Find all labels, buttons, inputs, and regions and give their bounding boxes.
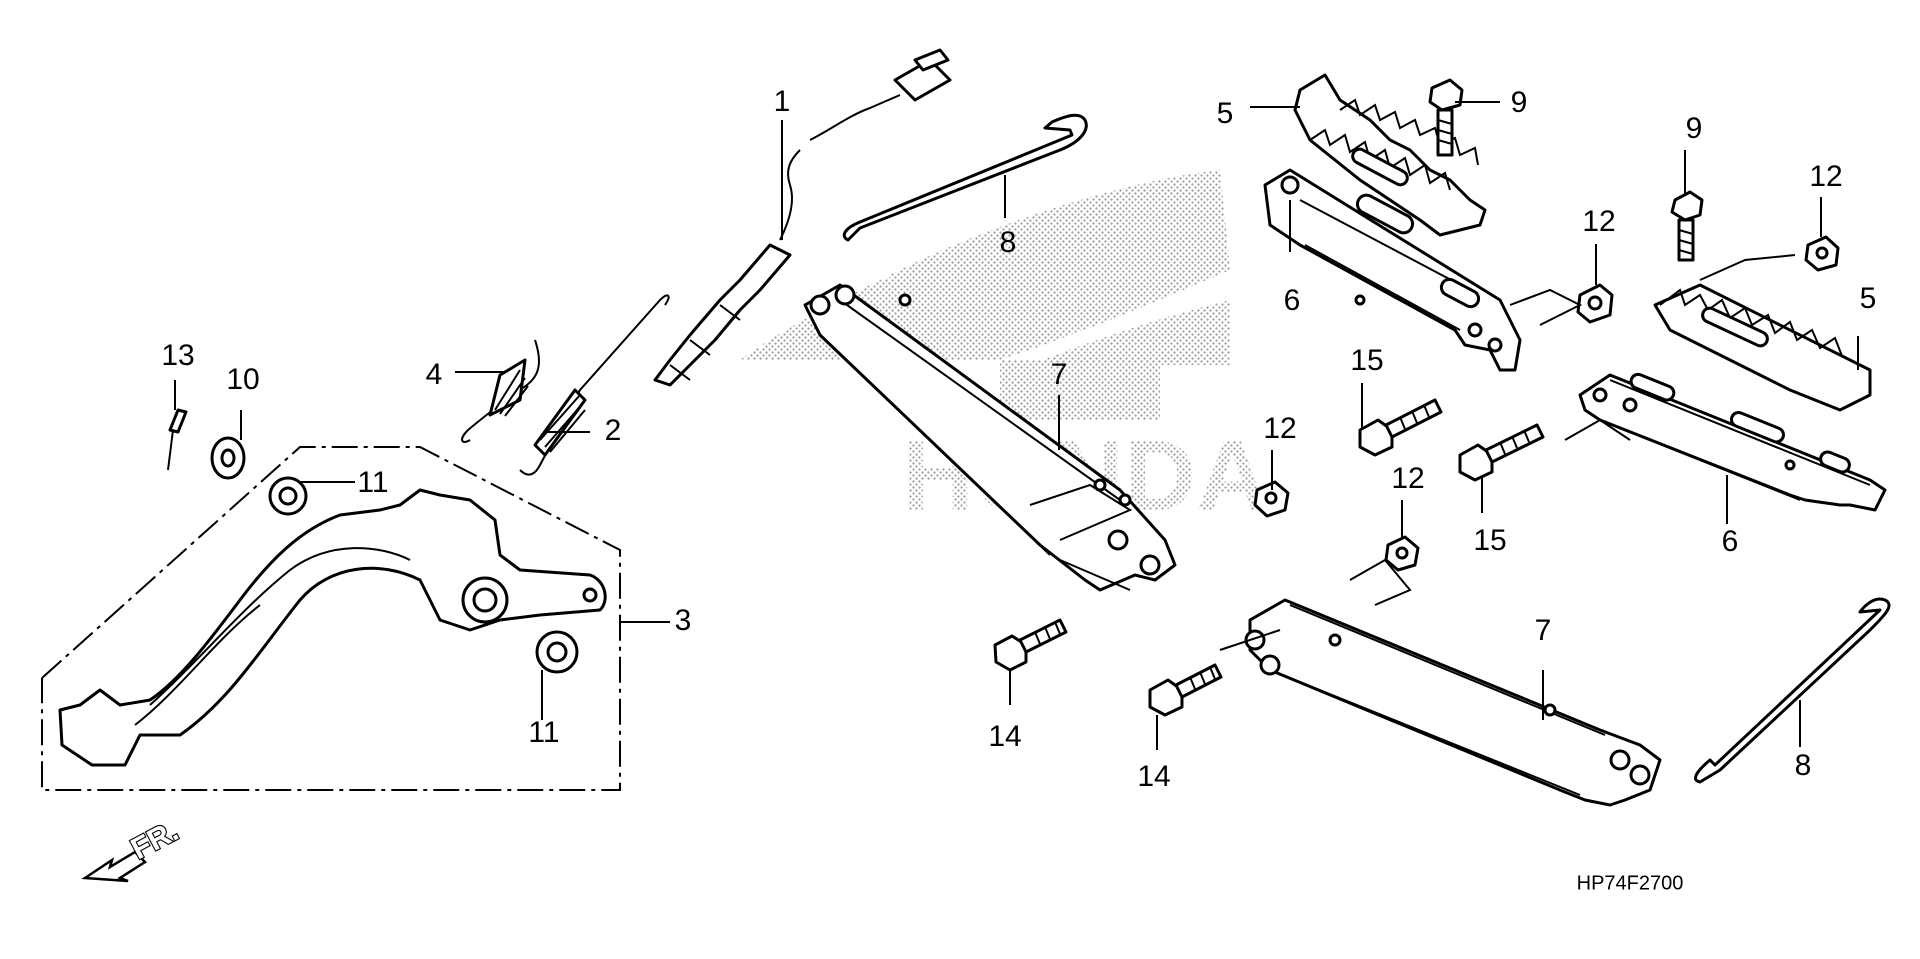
callout-5-lower: 5 <box>1860 282 1877 315</box>
bolt-14-b <box>1148 663 1223 717</box>
callout-3: 3 <box>675 604 692 637</box>
footpeg-upper <box>1293 73 1487 237</box>
callout-10: 10 <box>226 363 259 396</box>
footpeg-lower <box>1653 283 1872 412</box>
callout-2: 2 <box>605 414 622 447</box>
bolt-14-a <box>993 618 1068 672</box>
callout-labels: 1 2 3 4 5 5 6 6 7 7 8 8 9 9 10 11 11 12 … <box>161 85 1876 793</box>
callout-12-c: 12 <box>1263 412 1296 445</box>
washer <box>210 436 246 480</box>
brake-pedal <box>58 488 607 767</box>
callout-1: 1 <box>774 85 791 118</box>
footpeg-arm-upper <box>803 283 1177 592</box>
nut-12-d <box>1384 535 1420 572</box>
brake-switch <box>653 48 952 387</box>
callout-11-lower: 11 <box>528 716 559 749</box>
spring-small <box>461 339 540 443</box>
callout-12-d: 12 <box>1391 462 1424 495</box>
callout-11-upper: 11 <box>357 466 388 499</box>
front-direction-arrow-icon: FR. <box>81 813 185 883</box>
leader-lines <box>174 101 1859 750</box>
callout-14-a: 14 <box>988 720 1021 753</box>
drawing-code: HP74F2700 <box>1577 872 1684 894</box>
rod-upper <box>842 113 1088 242</box>
callout-15-b: 15 <box>1473 524 1506 557</box>
footpeg-bracket-upper <box>1263 168 1522 372</box>
spring-long <box>519 294 670 476</box>
bolt-15-a <box>1358 398 1443 457</box>
callout-14-b: 14 <box>1137 760 1170 793</box>
callout-8-lower: 8 <box>1795 749 1812 782</box>
footpeg-bracket-lower <box>1578 372 1887 512</box>
footpeg-arm-lower <box>1244 598 1662 807</box>
cotter-pin <box>167 408 188 471</box>
callout-6-lower: 6 <box>1722 525 1739 558</box>
bolt-15-b <box>1458 423 1545 482</box>
callout-4: 4 <box>426 358 443 391</box>
callout-7-upper: 7 <box>1051 358 1068 391</box>
rod-lower <box>1694 597 1891 784</box>
callout-12-a: 12 <box>1582 205 1615 238</box>
callout-5-upper: 5 <box>1217 97 1234 130</box>
nut-12-a <box>1576 283 1614 324</box>
bolt-9-upper <box>1428 78 1464 157</box>
bushing-upper <box>268 476 308 516</box>
nut-12-c <box>1253 480 1290 518</box>
callout-7-lower: 7 <box>1535 614 1552 647</box>
callout-8-upper: 8 <box>1000 226 1017 259</box>
callout-6-upper: 6 <box>1284 284 1301 317</box>
bushing-lower <box>535 630 579 674</box>
callout-13: 13 <box>161 339 194 372</box>
callout-12-b: 12 <box>1809 160 1842 193</box>
callout-15-a: 15 <box>1350 344 1383 377</box>
pedal-group-boundary <box>41 446 621 791</box>
bolt-9-lower <box>1670 190 1704 262</box>
callout-9-upper: 9 <box>1511 86 1528 119</box>
nut-12-b <box>1804 235 1840 272</box>
callout-9-lower: 9 <box>1686 112 1703 145</box>
